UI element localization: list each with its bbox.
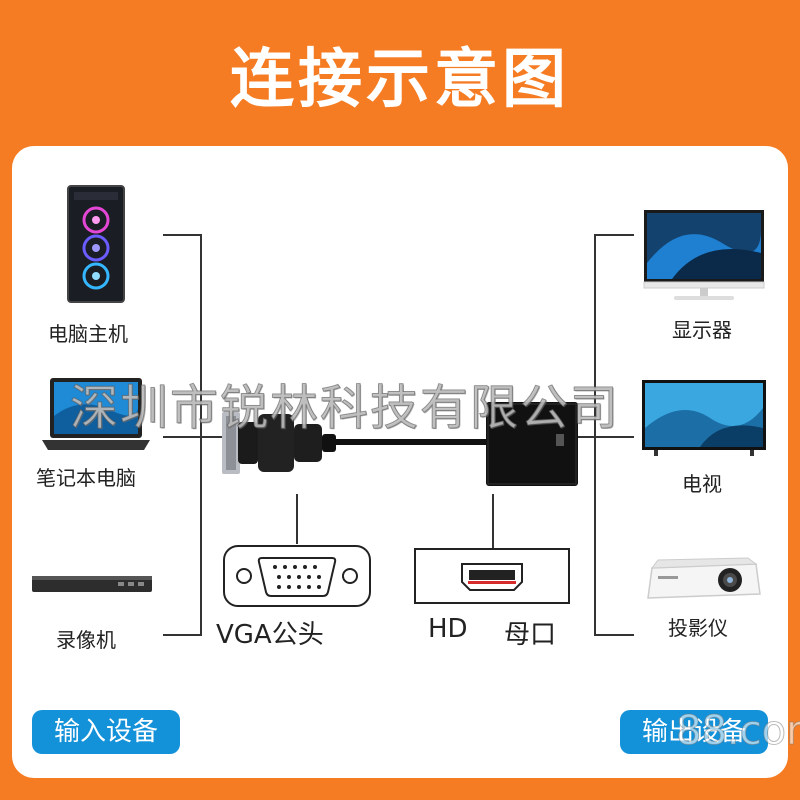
input-bracket-link: [200, 436, 230, 438]
output-bracket-middle: [594, 436, 634, 438]
monitor-icon: [643, 210, 765, 300]
hd-label: HD: [428, 614, 468, 644]
output-device-monitor-label: 显示器: [672, 318, 732, 342]
page-title: 连接示意图: [230, 43, 570, 117]
female-port-label: 母口: [504, 620, 557, 650]
input-device-pc-label: 电脑主机: [48, 322, 128, 346]
vga-male-label: VGA公头: [216, 620, 324, 650]
input-bracket-middle: [163, 436, 202, 438]
input-device-dvr-label: 录像机: [56, 628, 116, 652]
dvr-icon: [32, 576, 152, 592]
output-device-tv-label: 电视: [682, 472, 722, 496]
output-bracket-vertical: [594, 234, 596, 636]
hd-port-icon: [414, 548, 570, 604]
projector-icon: [647, 557, 761, 599]
input-device-laptop-label: 笔记本电脑: [36, 466, 136, 490]
input-bracket-vertical: [200, 234, 202, 636]
output-device-projector-label: 投影仪: [668, 616, 728, 640]
pc-tower-icon: [67, 185, 125, 303]
hd-pointer-line: [492, 494, 494, 548]
laptop-icon: [42, 378, 150, 450]
input-devices-badge: 输入设备: [32, 710, 180, 754]
vga-to-hd-adapter-icon: [222, 402, 578, 486]
output-bracket-link: [578, 436, 596, 438]
output-bracket-top: [594, 234, 634, 236]
input-bracket-bottom: [163, 634, 202, 636]
output-bracket-bottom: [594, 634, 634, 636]
input-bracket-top: [163, 234, 202, 236]
vga-connector-icon: [223, 545, 371, 607]
vga-pointer-line: [296, 494, 298, 544]
output-devices-badge: 输出设备: [620, 710, 768, 754]
tv-icon: [642, 380, 766, 456]
